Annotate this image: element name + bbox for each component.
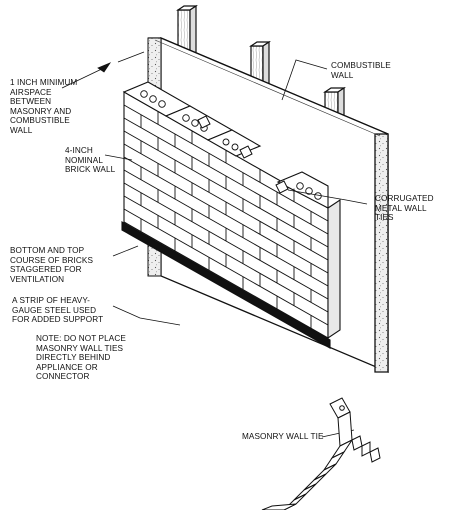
label-steel-strip: A STRIP OF HEAVY- GAUGE STEEL USED FOR A…	[12, 296, 104, 325]
brick-courses	[123, 104, 329, 329]
label-note: NOTE: DO NOT PLACE MASONRY WALL TIES DIR…	[36, 334, 126, 382]
label-combustible-wall: COMBUSTIBLE WALL	[331, 61, 391, 80]
label-brick-wall: 4-INCH NOMINAL BRICK WALL	[65, 146, 116, 175]
masonry-wall-tie-detail	[261, 397, 381, 510]
label-airspace: 1 INCH MINIMUM AIRSPACE BETWEEN MASONRY …	[10, 78, 78, 135]
brick-wall	[121, 81, 341, 349]
corrugated-metal-wall-ties	[197, 115, 289, 194]
label-metal-ties: CORRUGATED METAL WALL TIES	[375, 194, 434, 223]
brick-cores	[140, 90, 322, 200]
insulation-edge	[374, 133, 389, 373]
leader-steel-strip	[112, 305, 181, 326]
leader-combustible-wall	[281, 59, 328, 101]
label-course: BOTTOM AND TOP COURSE OF BRICKS STAGGERE…	[10, 246, 94, 284]
leader-metal-ties	[287, 189, 368, 205]
leader-lines	[61, 51, 368, 438]
steel-strip	[121, 221, 331, 349]
leader-course	[112, 245, 139, 257]
label-wall-tie-detail: MASONRY WALL TIE	[242, 432, 324, 441]
leader-brick-wall	[104, 154, 133, 161]
